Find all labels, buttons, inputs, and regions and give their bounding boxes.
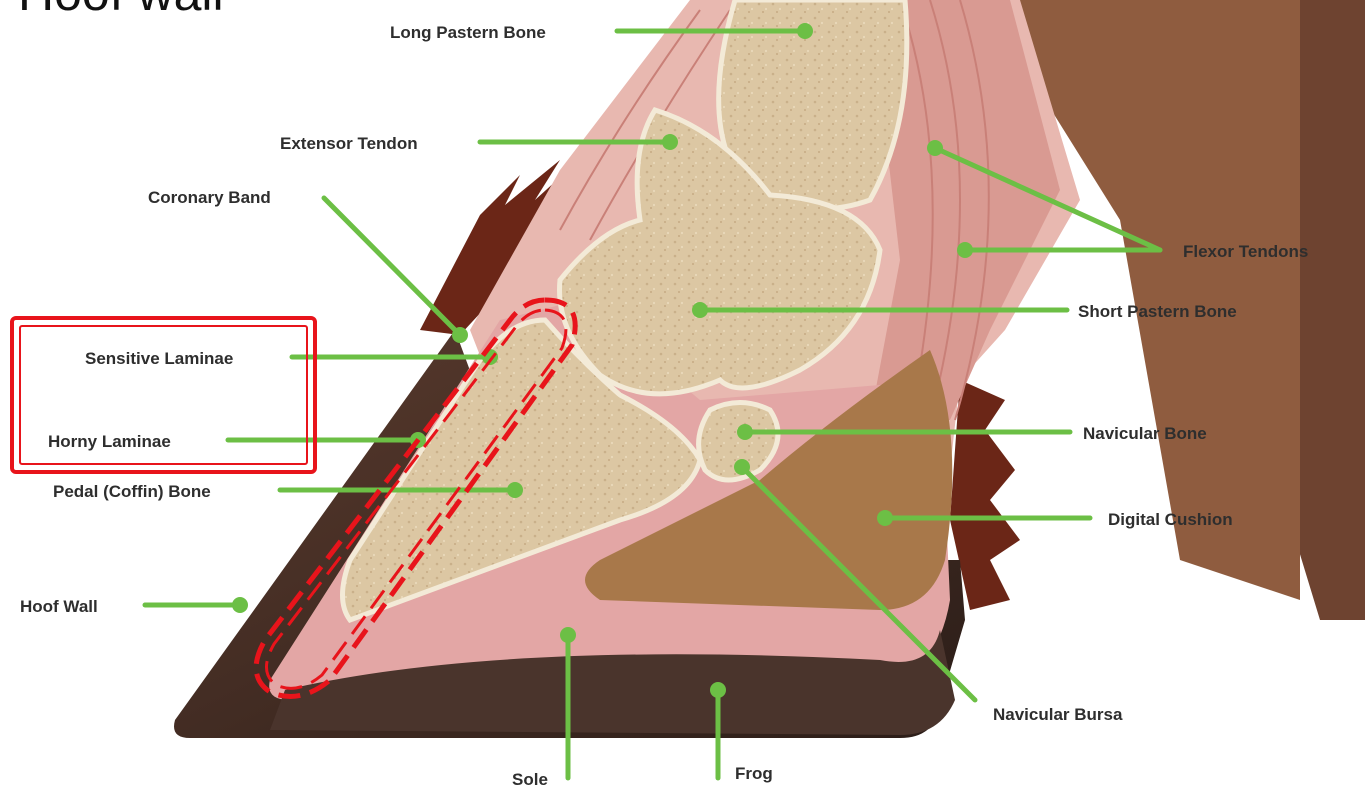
label-pedal-bone: Pedal (Coffin) Bone [53, 482, 211, 501]
label-sole: Sole [512, 770, 548, 789]
label-horny-laminae: Horny Laminae [48, 432, 171, 451]
label-long-pastern-bone: Long Pastern Bone [390, 23, 546, 42]
label-frog: Frog [735, 764, 773, 783]
leader-coronary-band [324, 198, 460, 335]
label-coronary-band: Coronary Band [148, 188, 271, 207]
label-hoof-wall: Hoof Wall [20, 597, 98, 616]
label-digital-cushion: Digital Cushion [1108, 510, 1233, 529]
label-flexor-tendons: Flexor Tendons [1183, 242, 1308, 261]
label-navicular-bursa: Navicular Bursa [993, 705, 1123, 724]
page-title: Hoof wall [18, 0, 224, 21]
label-extensor-tendon: Extensor Tendon [280, 134, 418, 153]
label-sensitive-laminae: Sensitive Laminae [85, 349, 233, 368]
label-short-pastern-bone: Short Pastern Bone [1078, 302, 1237, 321]
label-navicular-bone: Navicular Bone [1083, 424, 1207, 443]
